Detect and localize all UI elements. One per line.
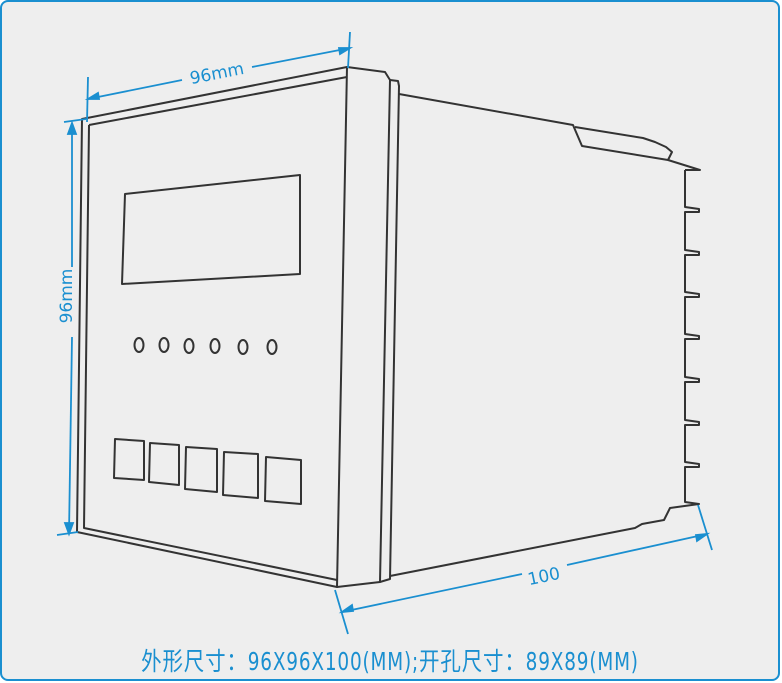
- led-indicator: [266, 339, 278, 355]
- led-indicator: [209, 338, 221, 354]
- led-indicator: [158, 337, 170, 353]
- led-indicator: [237, 339, 249, 355]
- bezel-strip: [379, 79, 400, 583]
- key-button: [113, 438, 145, 481]
- led-indicator: [133, 337, 145, 353]
- display-window: [121, 174, 301, 285]
- key-button: [184, 446, 218, 493]
- dimension-caption: 外形尺寸：96X96X100(MM);开孔尺寸：89X89(MM): [141, 647, 639, 676]
- key-button: [222, 451, 259, 499]
- body-right-terminals: [389, 170, 700, 577]
- led-indicator: [183, 338, 195, 354]
- width-dimension-label: 96mm: [188, 59, 246, 89]
- front-face-outer: [76, 66, 348, 588]
- front-face-inner: [83, 76, 348, 581]
- body-top: [398, 93, 701, 171]
- depth-dimension-label: 100: [526, 564, 562, 590]
- height-dimension-label: 96mm: [57, 269, 77, 324]
- key-button: [264, 456, 302, 505]
- key-button: [148, 442, 180, 486]
